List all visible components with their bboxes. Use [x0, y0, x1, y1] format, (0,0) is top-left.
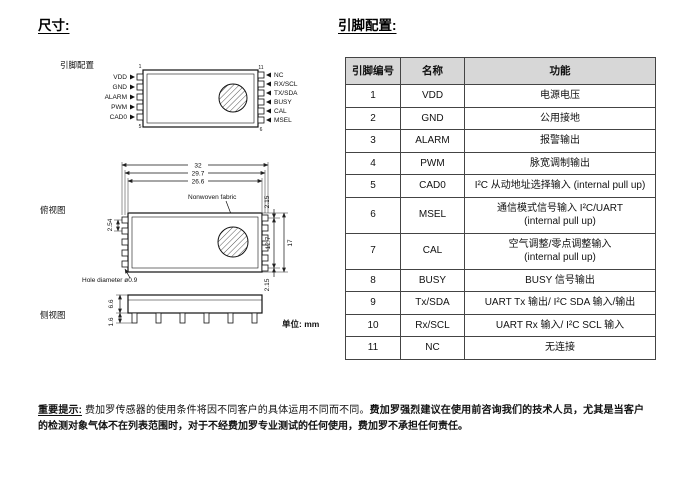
- front-view: 引脚配置 V: [60, 60, 298, 133]
- pin-label-cal: CAL: [274, 108, 287, 115]
- dim-width-29-7: 29.7: [192, 171, 205, 178]
- hole-diameter-label: Hole diameter ø0.9: [82, 277, 138, 284]
- dim-body-height-6-6: 6.6: [108, 299, 115, 308]
- pin-number-cell: 10: [345, 313, 401, 338]
- header-pin-function: 功能: [464, 56, 656, 86]
- pin-name-cell: CAD0: [400, 174, 465, 198]
- pin-label-alarm: ALARM: [105, 94, 127, 101]
- dimension-drawing: 引脚配置 V: [40, 60, 320, 329]
- pin-function-cell: 空气调整/零点调整输入(internal pull up): [464, 232, 656, 270]
- dim-width-26-6: 26.6: [192, 179, 205, 186]
- sensor-window-hatched: [218, 83, 248, 113]
- pin-number-5: 5: [139, 124, 142, 130]
- important-note-text: 费加罗传感器的使用条件将因不同客户的具体运用不同而不同。: [82, 405, 370, 416]
- pin-number-cell: 3: [345, 129, 401, 153]
- sensor-window-hatched-top: [217, 226, 249, 258]
- pin-name-cell: NC: [400, 336, 465, 360]
- pin-name-cell: MSEL: [400, 196, 465, 234]
- pin-label-msel: MSEL: [274, 117, 292, 124]
- pin-number-6: 6: [260, 127, 263, 133]
- top-view: 俯视图 32 29.7 26.6 Nonwoven fabric: [40, 162, 294, 291]
- pin-function-cell: UART Rx 输入/ I²C SCL 输入: [464, 313, 656, 338]
- table-row: 10 Rx/SCL UART Rx 输入/ I²C SCL 输入: [345, 313, 656, 338]
- side-view: 侧视图 6.6 1.6 单位: mm: [40, 294, 320, 329]
- dim-pin-span-12-7: 12.7: [265, 236, 272, 249]
- table-row: 7 CAL 空气调整/零点调整输入(internal pull up): [345, 232, 656, 270]
- dim-width-32: 32: [194, 163, 202, 170]
- pin-name-cell: GND: [400, 106, 465, 131]
- nonwoven-fabric-label: Nonwoven fabric: [188, 194, 237, 201]
- pin-name-cell: Rx/SCL: [400, 313, 465, 338]
- dim-pitch-2-54: 2.54: [107, 218, 114, 231]
- pin-function-cell: 公用接地: [464, 106, 656, 131]
- pin-label-pwm: PWM: [111, 104, 127, 111]
- front-view-label: 引脚配置: [60, 60, 95, 70]
- pin-number-cell: 7: [345, 232, 401, 270]
- pin-label-txsda: TX/SDA: [274, 90, 298, 97]
- pin-label-rxscl: RX/SCL: [274, 81, 298, 88]
- pin-number-cell: 8: [345, 268, 401, 293]
- side-view-label: 侧视图: [40, 310, 66, 320]
- top-left-pins: [121, 216, 129, 268]
- table-row: 4 PWM 脉宽调制输出: [345, 151, 656, 176]
- pin-label-vdd: VDD: [113, 74, 127, 81]
- unit-mm-label: 单位: mm: [282, 319, 320, 329]
- pin-number-cell: 1: [345, 84, 401, 108]
- pin-function-cell: I²C 从动地址选择输入 (internal pull up): [464, 174, 656, 198]
- dim-pin-length-1-6: 1.6: [108, 317, 115, 326]
- pin-name-cell: VDD: [400, 84, 465, 108]
- pin-function-cell: UART Tx 输出/ I²C SDA 输入/输出: [464, 291, 656, 315]
- pin-function-cell: 通信模式信号输入 I²C/UART(internal pull up): [464, 196, 656, 234]
- important-note-label: 重要提示:: [38, 405, 82, 416]
- header-pin-name: 名称: [400, 56, 465, 86]
- pin-number-cell: 11: [345, 336, 401, 360]
- header-pin-number: 引脚编号: [345, 56, 401, 86]
- table-row: 11 NC 无连接: [345, 336, 656, 360]
- front-right-pins: [257, 71, 265, 124]
- side-view-pins: [131, 312, 258, 324]
- pin-name-cell: ALARM: [400, 129, 465, 153]
- pin-name-cell: Tx/SDA: [400, 291, 465, 315]
- pin-number-cell: 4: [345, 151, 401, 176]
- pin-number-cell: 6: [345, 196, 401, 234]
- dim-margin-bottom-2-15: 2.15: [264, 278, 271, 291]
- pin-function-cell: 报警输出: [464, 129, 656, 153]
- front-left-pins: [136, 73, 144, 121]
- pin-name-cell: PWM: [400, 151, 465, 176]
- table-row: 2 GND 公用接地: [345, 106, 656, 131]
- pin-name-cell: BUSY: [400, 268, 465, 293]
- dimensions-title: 尺寸:: [38, 18, 70, 33]
- front-left-pin-markers: [130, 74, 135, 120]
- pin-number-1: 1: [139, 64, 142, 70]
- table-row: 5 CAD0 I²C 从动地址选择输入 (internal pull up): [345, 174, 656, 198]
- pin-function-table: 引脚编号 名称 功能 1 VDD 电源电压 2 GND 公用接地 3 ALARM…: [345, 56, 656, 360]
- important-note-text-bold: 费加罗强烈建议在使用前咨询我们的技术人员，尤其是当客户的检测对象气体不在列表范围…: [38, 405, 644, 432]
- dim-margin-top-2-15: 2.15: [264, 195, 271, 208]
- table-row: 8 BUSY BUSY 信号输出: [345, 268, 656, 293]
- pin-function-cell: 电源电压: [464, 84, 656, 108]
- front-right-pin-markers: [266, 72, 271, 123]
- pin-function-cell: 脉宽调制输出: [464, 151, 656, 176]
- pin-number-cell: 9: [345, 291, 401, 315]
- pin-label-busy: BUSY: [274, 99, 292, 106]
- table-row: 1 VDD 电源电压: [345, 84, 656, 108]
- table-row: 3 ALARM 报警输出: [345, 129, 656, 153]
- table-row: 9 Tx/SDA UART Tx 输出/ I²C SDA 输入/输出: [345, 291, 656, 315]
- pin-number-cell: 2: [345, 106, 401, 131]
- pin-function-cell: 无连接: [464, 336, 656, 360]
- dim-height-17: 17: [287, 239, 294, 247]
- pin-name-cell: CAL: [400, 232, 465, 270]
- pin-label-nc: NC: [274, 72, 284, 79]
- pin-function-cell: BUSY 信号输出: [464, 268, 656, 293]
- pin-label-cad0: CAD0: [110, 114, 128, 121]
- table-header-row: 引脚编号 名称 功能: [345, 56, 656, 86]
- important-note: 重要提示: 费加罗传感器的使用条件将因不同客户的具体运用不同而不同。费加罗强烈建…: [38, 403, 644, 435]
- table-row: 6 MSEL 通信模式信号输入 I²C/UART(internal pull u…: [345, 196, 656, 234]
- pin-number-11: 11: [258, 65, 263, 71]
- pin-config-title: 引脚配置:: [338, 18, 397, 33]
- pin-number-cell: 5: [345, 174, 401, 198]
- pin-label-gnd: GND: [113, 84, 128, 91]
- top-view-label: 俯视图: [40, 205, 66, 215]
